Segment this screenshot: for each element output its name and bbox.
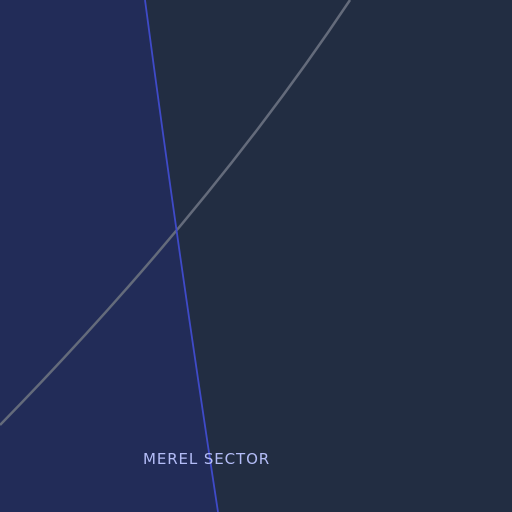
sector-label: MEREL SECTOR bbox=[143, 450, 271, 468]
sector-boundary-line[interactable] bbox=[144, 0, 219, 512]
route-line[interactable] bbox=[0, 0, 352, 426]
merel-sector-area[interactable] bbox=[0, 0, 218, 512]
